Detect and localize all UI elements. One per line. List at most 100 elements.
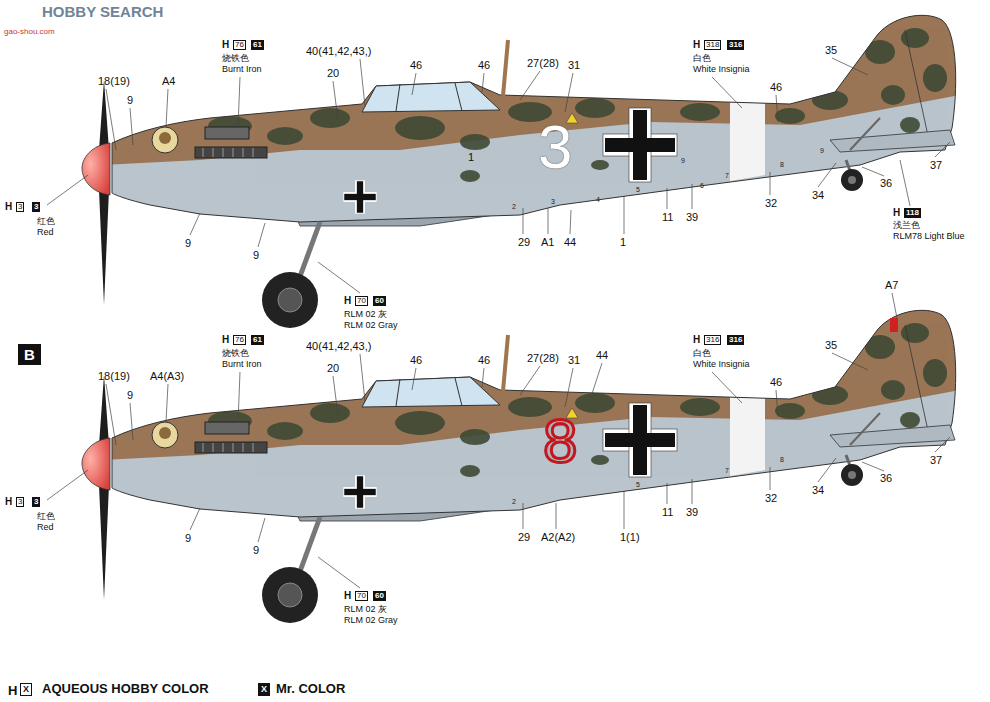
- paint-code-prefix: H: [5, 202, 12, 212]
- paint-code-box: 61: [251, 335, 264, 345]
- color-name: 红色: [37, 512, 55, 521]
- drawing-line: [556, 503, 557, 529]
- callout-number: 39: [686, 212, 698, 223]
- paint-code-prefix: H: [5, 497, 12, 507]
- stencil-number: 4: [596, 196, 600, 203]
- drawing-line: [900, 160, 910, 206]
- stencil-number: 3: [551, 198, 555, 205]
- color-name: 白色: [693, 54, 711, 63]
- paint-code-box: 316: [727, 40, 744, 50]
- callout-number: 32: [765, 493, 777, 504]
- legend-swatch: X: [20, 683, 32, 696]
- watermark: gao-shou.com: [4, 28, 55, 36]
- callout-number: 31: [568, 60, 580, 71]
- legend-text: Mr. COLOR: [276, 682, 345, 695]
- stencil-number: 5: [636, 481, 640, 488]
- legend-prefix: H: [8, 684, 17, 697]
- legend-text: AQUEOUS HOBBY COLOR: [42, 682, 209, 695]
- callout-number: 11: [662, 507, 673, 518]
- paint-code-prefix: H: [222, 40, 229, 50]
- callout-number: A2(A2): [541, 532, 575, 543]
- paint-code-box: 70: [355, 591, 368, 601]
- color-name: 烧铁色: [222, 54, 249, 63]
- color-name: RLM 02 灰: [344, 310, 387, 319]
- leader-lines: [47, 353, 950, 588]
- paint-code-box: 3: [32, 497, 40, 507]
- paint-code-box: 318: [704, 40, 721, 50]
- color-name: Red: [37, 523, 54, 532]
- callout-number: 20: [327, 363, 339, 374]
- drawing-line: [548, 208, 549, 234]
- aircraft-profile: [82, 295, 970, 623]
- callout-number: 37: [930, 160, 942, 171]
- callout-number: 20: [327, 68, 339, 79]
- color-name: White Insignia: [693, 65, 750, 74]
- color-name: RLM 02 灰: [344, 605, 387, 614]
- callout-number: 35: [825, 45, 837, 56]
- paint-code-box: 61: [251, 40, 264, 50]
- callout-number: 36: [880, 178, 892, 189]
- callout-number: 9: [253, 545, 259, 556]
- callout-number: 1: [620, 237, 626, 248]
- callout-number: 35: [825, 340, 837, 351]
- callout-number: 18(19): [98, 371, 130, 382]
- stencil-number: 7: [725, 172, 729, 179]
- color-name: 红色: [37, 217, 55, 226]
- stencil-number: 9: [681, 157, 685, 164]
- paint-code-prefix: H: [344, 591, 351, 601]
- drawing-line: [892, 293, 897, 318]
- aircraft-number: 8: [543, 410, 577, 472]
- color-name: Burnt Iron: [222, 65, 262, 74]
- callout-number: 1: [468, 152, 474, 163]
- leader-lines: [47, 58, 950, 293]
- color-name: RLM 02 Gray: [344, 616, 398, 625]
- stencil-number: 2: [512, 203, 516, 210]
- paint-code-box: 60: [373, 591, 386, 601]
- stencil-number: 7: [725, 467, 729, 474]
- callout-number: 40(41,42,43,): [306, 46, 371, 57]
- callout-number: 9: [185, 533, 191, 544]
- callout-number: 46: [770, 82, 782, 93]
- callout-number: 46: [410, 355, 422, 366]
- callout-number: 29: [518, 237, 530, 248]
- callout-number: 32: [765, 198, 777, 209]
- callout-number: 1(1): [620, 532, 640, 543]
- callout-number: 44: [596, 350, 608, 361]
- plate-letter: B: [18, 344, 41, 365]
- legend-swatch: X: [258, 683, 270, 696]
- paint-code-prefix: H: [693, 335, 700, 345]
- paint-code-box: 316: [727, 335, 744, 345]
- callout-number: 29: [518, 532, 530, 543]
- callout-number: 37: [930, 455, 942, 466]
- callout-number: 46: [410, 60, 422, 71]
- stencil-number: 2: [512, 498, 516, 505]
- callout-number: 9: [127, 390, 133, 401]
- color-name: White Insignia: [693, 360, 750, 369]
- watermark: HOBBY SEARCH: [42, 4, 163, 19]
- callout-number: 9: [127, 95, 133, 106]
- paint-code-box: 118: [904, 208, 921, 218]
- paint-code-prefix: H: [693, 40, 700, 50]
- callout-number: 9: [253, 250, 259, 261]
- callout-number: 18(19): [98, 76, 130, 87]
- aircraft-number: 3: [538, 116, 572, 178]
- paint-code-box: 70: [355, 296, 368, 306]
- paint-code-box: 76: [233, 335, 246, 345]
- color-name: RLM 02 Gray: [344, 321, 398, 330]
- color-name: 烧铁色: [222, 349, 249, 358]
- callout-number: 9: [185, 238, 191, 249]
- fin-marking: [890, 318, 898, 332]
- paint-code-box: 76: [233, 40, 246, 50]
- stencil-number: 5: [636, 186, 640, 193]
- callout-number: 27(28): [527, 353, 559, 364]
- callout-number: 31: [568, 355, 580, 366]
- callout-number: 46: [478, 60, 490, 71]
- color-name: 白色: [693, 349, 711, 358]
- callout-number: 44: [564, 237, 576, 248]
- drawing-line: [590, 363, 602, 400]
- color-name: 浅兰色: [893, 221, 920, 230]
- callout-number: 46: [478, 355, 490, 366]
- callout-number: 40(41,42,43,): [306, 341, 371, 352]
- callout-number: A4(A3): [150, 371, 184, 382]
